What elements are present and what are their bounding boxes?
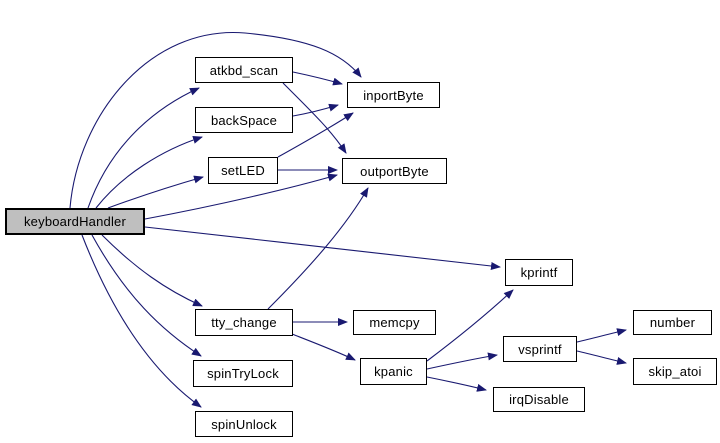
node-label-atkbd_scan: atkbd_scan [209,62,279,78]
node-label-backSpace: backSpace [210,112,278,128]
node-spinUnlock[interactable]: spinUnlock [195,411,293,437]
edge-kpanic-kprintf [426,289,514,362]
edge-keyboardHandler-setLED [107,175,204,209]
node-label-setLED: setLED [221,163,265,178]
edge-kpanic-irqDisable [426,376,487,392]
node-backSpace[interactable]: backSpace [195,107,293,133]
node-label-keyboardHandler: keyboardHandler [23,214,126,229]
edge-setLED-inportByte [277,112,354,158]
node-atkbd_scan[interactable]: atkbd_scan [195,57,293,83]
edge-tty_change-kpanic [291,333,356,361]
node-skip_atoi[interactable]: skip_atoi [633,358,717,385]
edge-keyboardHandler-spinTryLock [91,234,202,357]
edge-atkbd_scan-outportByte [282,82,347,154]
node-vsprintf[interactable]: vsprintf [503,336,577,362]
node-spinTryLock[interactable]: spinTryLock [193,360,293,387]
edge-keyboardHandler-spinUnlock [81,234,202,408]
node-label-vsprintf: vsprintf [518,341,562,357]
node-label-outportByte: outportByte [360,163,429,179]
node-label-number: number [649,315,696,330]
edge-tty_change-outportByte [267,187,369,310]
node-tty_change[interactable]: tty_change [195,309,293,336]
node-irqDisable[interactable]: irqDisable [493,387,585,412]
edge-kpanic-vsprintf [426,352,498,370]
node-label-spinTryLock: spinTryLock [207,366,279,381]
edge-keyboardHandler-kprintf [144,226,501,270]
node-label-memcpy: memcpy [369,315,420,330]
node-label-tty_change: tty_change [211,315,277,330]
edge-atkbd_scan-inportByte [292,71,343,86]
node-keyboardHandler: keyboardHandler [5,208,145,235]
node-number[interactable]: number [633,310,712,335]
node-kpanic[interactable]: kpanic [360,358,427,385]
node-label-irqDisable: irqDisable [509,392,569,407]
node-outportByte[interactable]: outportByte [342,158,447,184]
edge-keyboardHandler-outportByte [144,173,338,220]
edge-keyboardHandler-tty_change [101,234,203,307]
node-inportByte[interactable]: inportByte [347,82,440,108]
node-setLED[interactable]: setLED [208,157,278,184]
node-kprintf[interactable]: kprintf [505,259,573,286]
node-label-spinUnlock: spinUnlock [211,416,277,432]
edge-keyboardHandler-atkbd_scan [87,87,200,209]
node-memcpy[interactable]: memcpy [353,310,436,335]
edge-keyboardHandler-inportByte [69,32,362,209]
edge-backSpace-inportByte [292,103,339,117]
node-label-kpanic: kpanic [374,364,413,379]
node-label-kprintf: kprintf [520,265,558,280]
edge-keyboardHandler-backSpace [95,135,203,209]
edge-vsprintf-skip_atoi [576,350,627,365]
edge-vsprintf-number [576,328,627,343]
node-label-skip_atoi: skip_atoi [648,364,702,379]
node-label-inportByte: inportByte [363,87,424,103]
